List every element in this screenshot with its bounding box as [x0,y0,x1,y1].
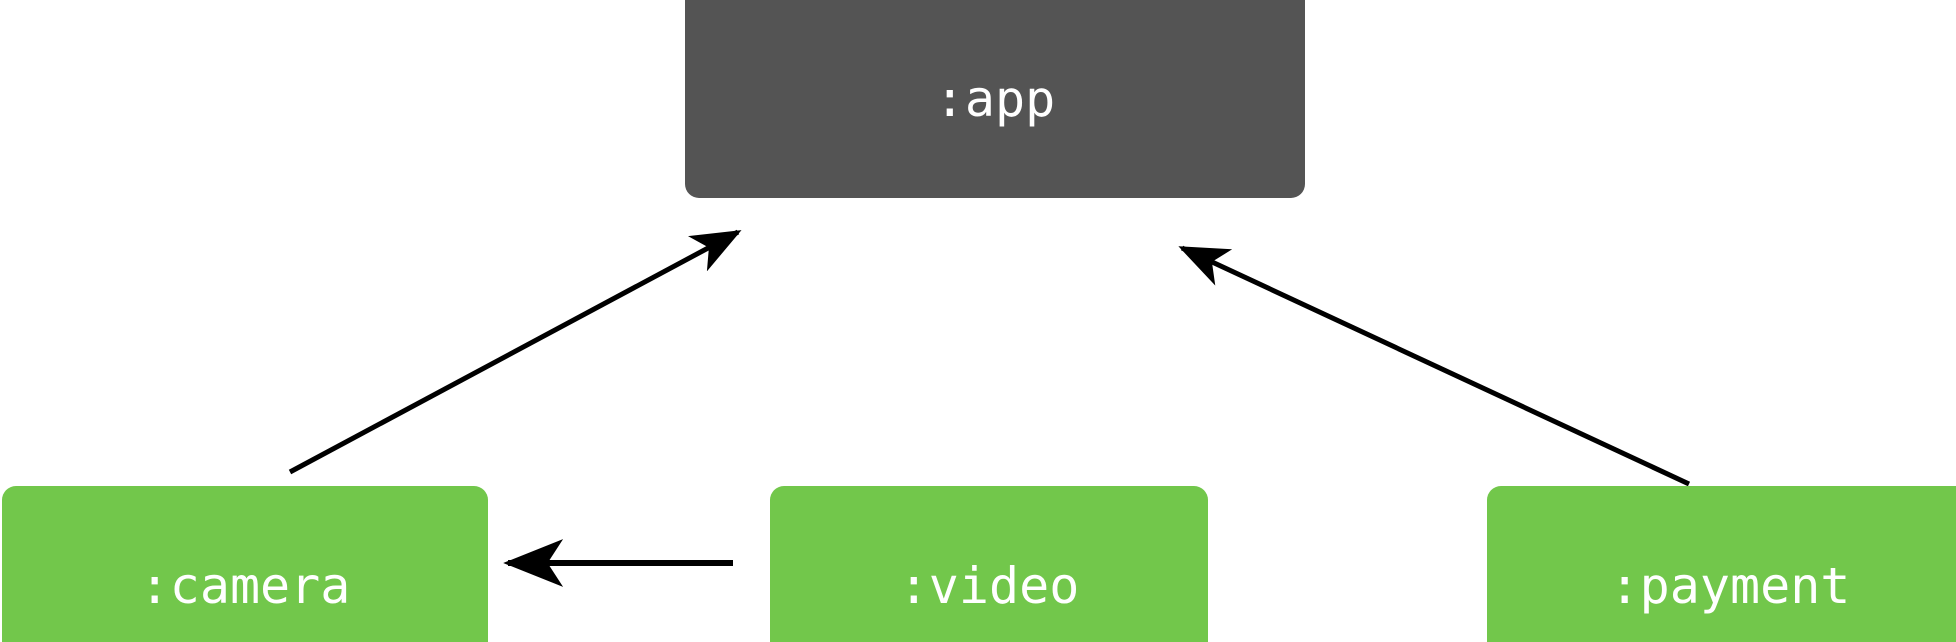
edge-payment-to-app [1178,245,1691,487]
edge-camera-to-app [288,229,742,475]
node-payment-label: :payment [1609,557,1851,615]
node-camera-label: :camera [139,557,351,615]
node-app[interactable]: :app [685,0,1305,198]
node-video[interactable]: :video [770,486,1208,642]
node-camera[interactable]: :camera [2,486,488,642]
node-app-label: :app [934,70,1056,128]
node-payment[interactable]: :payment [1487,486,1956,642]
node-video-label: :video [898,557,1080,615]
